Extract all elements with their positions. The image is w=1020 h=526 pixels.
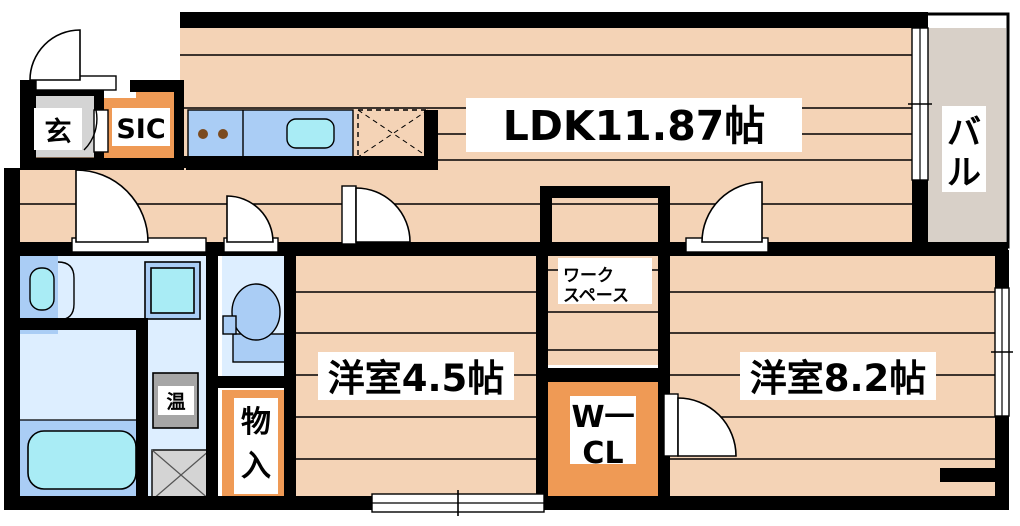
wm-pan-inner bbox=[150, 267, 195, 314]
bathtub-basin bbox=[27, 430, 137, 490]
wic-label-bg bbox=[570, 396, 636, 464]
monoire-closet: 物 入 bbox=[222, 390, 290, 500]
monoire-label-bg bbox=[234, 398, 278, 494]
entrance-label-text: 玄 bbox=[45, 116, 72, 148]
wic-label-line1: W一 bbox=[571, 400, 634, 435]
walk-in-closet: W一 CL bbox=[548, 382, 661, 500]
wic-door[interactable] bbox=[663, 393, 737, 457]
toilet-bowl bbox=[231, 283, 281, 341]
entrance-label-bg bbox=[34, 108, 82, 150]
toilet-paper-holder bbox=[222, 315, 237, 335]
ldk-label-text: LDK11.87帖 bbox=[503, 102, 766, 150]
pipe-shaft-cross-b bbox=[151, 449, 211, 501]
balcony-label-char2: ル bbox=[947, 153, 981, 193]
kitchen-sink-basin bbox=[286, 118, 335, 149]
washitsu82-door[interactable] bbox=[685, 181, 769, 253]
water-heater: 温 bbox=[152, 372, 199, 429]
sic-label-bg bbox=[112, 108, 170, 146]
washitsu45-label-text: 洋室4.5帖 bbox=[328, 357, 505, 400]
bathtub bbox=[20, 419, 145, 500]
toilet bbox=[222, 283, 290, 363]
washitsu82-label-bg bbox=[740, 352, 936, 400]
balcony-label-bg bbox=[942, 106, 986, 192]
ldk-label: LDK11.87帖 bbox=[466, 98, 802, 152]
bathroom-door[interactable] bbox=[71, 169, 207, 253]
workspace-label-line1: ワーク bbox=[563, 266, 614, 286]
washitsu82-label: 洋室8.2帖 bbox=[740, 352, 936, 400]
balcony-label: バ ル bbox=[942, 106, 986, 193]
workspace-label-line2: スペース bbox=[563, 286, 629, 306]
sic-label-text: SIC bbox=[116, 114, 165, 145]
wic-label-line2: CL bbox=[582, 436, 623, 471]
sic-door[interactable] bbox=[83, 109, 109, 153]
washitsu82-label-text: 洋室8.2帖 bbox=[750, 357, 927, 400]
toilet-door[interactable] bbox=[223, 195, 279, 253]
entrance-door[interactable] bbox=[29, 29, 117, 91]
water-heater-label: 温 bbox=[166, 391, 185, 413]
monoire-label-line2: 入 bbox=[241, 449, 271, 484]
balcony-sliding-window bbox=[908, 27, 932, 181]
monoire-label-line1: 物 bbox=[241, 405, 271, 440]
entrance-label: 玄 bbox=[34, 108, 82, 150]
water-heater-label-bg bbox=[158, 386, 194, 415]
washbasin-counter-edge bbox=[57, 261, 75, 321]
washitsu45-label-bg bbox=[318, 352, 514, 400]
workspace-label: ワーク スペース bbox=[558, 258, 652, 306]
washitsu82-window bbox=[991, 287, 1013, 417]
sic-label: SIC bbox=[112, 108, 170, 146]
workspace-label-bg bbox=[558, 258, 652, 304]
balcony-label-char1: バ bbox=[947, 113, 981, 153]
ldk-hall-door[interactable] bbox=[341, 185, 411, 245]
stove-burner-1-icon bbox=[198, 129, 208, 139]
kitchen bbox=[187, 109, 429, 159]
washitsu45-label: 洋室4.5帖 bbox=[318, 352, 514, 400]
pipe-shaft bbox=[151, 449, 211, 501]
washitsu45-window bbox=[371, 490, 545, 516]
stove-burner-2-icon bbox=[218, 129, 228, 139]
ldk-label-bg bbox=[466, 98, 802, 152]
washing-machine-pan bbox=[144, 261, 201, 320]
washbasin-bowl bbox=[29, 267, 55, 311]
